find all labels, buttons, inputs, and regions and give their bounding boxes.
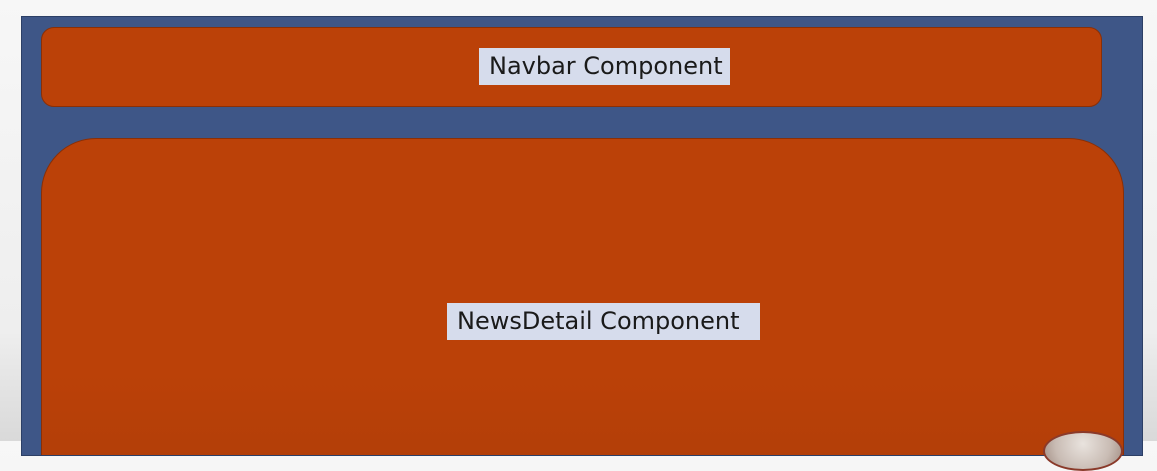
- navbar-component-box: Navbar Component: [41, 27, 1102, 107]
- app-container-box: Navbar Component NewsDetail Component: [21, 16, 1143, 456]
- presenter-webcam-badge: [1043, 431, 1123, 471]
- newsdetail-component-label: NewsDetail Component: [447, 303, 760, 340]
- newsdetail-component-box: NewsDetail Component: [41, 138, 1124, 455]
- navbar-component-label: Navbar Component: [479, 48, 730, 85]
